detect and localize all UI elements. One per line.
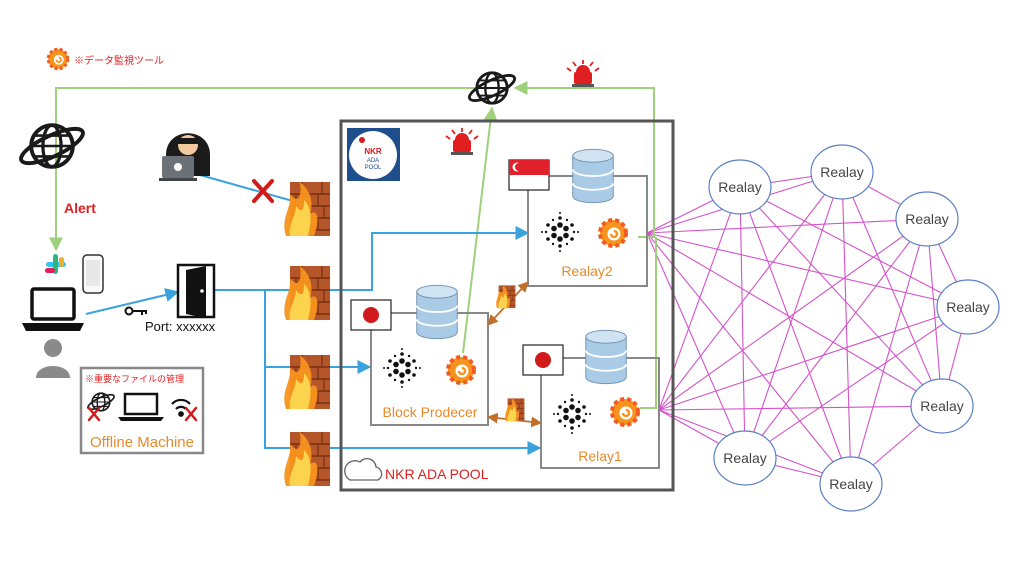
japan-flag-icon xyxy=(522,344,564,376)
laptop-icon xyxy=(118,392,164,421)
pool-box xyxy=(339,119,675,492)
mesh-link xyxy=(658,171,843,411)
relay-network-node: Realay xyxy=(936,279,1000,335)
mesh-link xyxy=(646,232,746,459)
mesh-link xyxy=(841,171,852,485)
firewall-icon xyxy=(495,285,516,309)
monitoring-tool-label-group: ※データ監視ツール xyxy=(46,47,164,71)
mesh-link xyxy=(739,186,746,459)
logo-text: ADA xyxy=(367,158,379,164)
grafana-icon xyxy=(446,355,476,385)
slack-icon xyxy=(45,254,66,274)
offline-machine-box: ※重要なファイルの管理 Offline Machine xyxy=(79,366,205,455)
relay-network-node: Realay xyxy=(819,456,883,512)
database-icon xyxy=(584,329,628,385)
alert-label: Alert xyxy=(64,200,96,216)
block-producer-node: Block Prodecer xyxy=(350,284,489,426)
laptop-icon xyxy=(22,287,84,331)
siren-icon xyxy=(566,59,600,88)
relay-network-node-label: Realay xyxy=(723,450,767,466)
relay-network-node: Realay xyxy=(910,378,974,434)
cardano-icon xyxy=(541,212,579,252)
relay-network-node-label: Realay xyxy=(829,476,873,492)
firewall-icon xyxy=(283,265,331,321)
relay-network-node-label: Realay xyxy=(920,398,964,414)
user-icon xyxy=(36,339,70,378)
port-label: Port: xxxxxx xyxy=(145,319,216,334)
relay1-label: Relay1 xyxy=(578,448,622,464)
relay1-node: Relay1 xyxy=(522,329,660,469)
mesh-link xyxy=(744,171,843,459)
relay-network-node: Realay xyxy=(713,430,777,486)
firewall-icon xyxy=(283,181,331,237)
mesh-link xyxy=(926,218,943,407)
mesh-link xyxy=(850,218,928,485)
cross-icon xyxy=(87,406,101,422)
smartphone-icon xyxy=(82,254,104,294)
relay2-label: Realay2 xyxy=(561,263,613,279)
japan-flag-icon xyxy=(350,299,392,331)
mesh-link xyxy=(658,218,928,411)
door-icon xyxy=(176,263,216,319)
mesh-link xyxy=(739,186,969,308)
firewall-icon xyxy=(283,431,331,487)
network-lines xyxy=(85,174,542,455)
relay2-node: Realay2 xyxy=(508,148,648,287)
relay-network-node: Realay xyxy=(895,191,959,247)
singapore-flag-icon xyxy=(508,159,550,191)
grafana-icon xyxy=(598,218,628,248)
mesh-link xyxy=(646,232,969,308)
mesh-link xyxy=(658,405,943,411)
pool-logo: NKR ADA POOL xyxy=(347,128,400,181)
mesh-link xyxy=(744,218,928,459)
offline-machine-label: Offline Machine xyxy=(90,434,194,451)
relay-network-node-label: Realay xyxy=(905,211,949,227)
database-icon xyxy=(415,284,459,340)
mesh-link xyxy=(646,218,928,234)
relay-network-node-label: Realay xyxy=(820,164,864,180)
database-icon xyxy=(571,148,615,204)
block-producer-label: Block Prodecer xyxy=(383,404,478,420)
important-files-label: ※重要なファイルの管理 xyxy=(85,373,184,384)
cardano-icon xyxy=(383,348,421,388)
key-icon xyxy=(124,306,147,316)
globe-icon xyxy=(15,120,89,172)
mesh-link xyxy=(646,232,852,485)
mesh-link xyxy=(739,186,943,407)
logo-text: POOL xyxy=(365,165,382,171)
cloud-icon xyxy=(344,458,383,481)
pool-name-label: NKR ADA POOL xyxy=(385,466,489,482)
firewall-icon xyxy=(283,354,331,410)
mesh-link xyxy=(646,232,943,407)
grafana-icon xyxy=(46,47,70,71)
firewall-icon xyxy=(504,398,525,422)
hacker-icon xyxy=(159,133,210,181)
cross-icon xyxy=(184,406,198,422)
mesh-link xyxy=(841,171,943,407)
monitoring-tool-label: ※データ監視ツール xyxy=(74,54,164,67)
mesh-link xyxy=(744,306,969,459)
relay-network: RealayRealayRealayRealayRealayRealayReal… xyxy=(708,144,1000,512)
mesh-link xyxy=(658,306,969,411)
relay-network-node-label: Realay xyxy=(718,179,762,195)
mesh-link xyxy=(739,186,852,485)
logo-text: NKR xyxy=(364,147,382,156)
cross-icon xyxy=(252,179,274,203)
relay-network-node-label: Realay xyxy=(946,299,990,315)
siren-icon xyxy=(445,127,479,156)
grafana-icon xyxy=(610,397,640,427)
cardano-icon xyxy=(553,394,591,434)
relay-network-node: Realay xyxy=(810,144,874,200)
relay-network-node: Realay xyxy=(708,159,772,215)
